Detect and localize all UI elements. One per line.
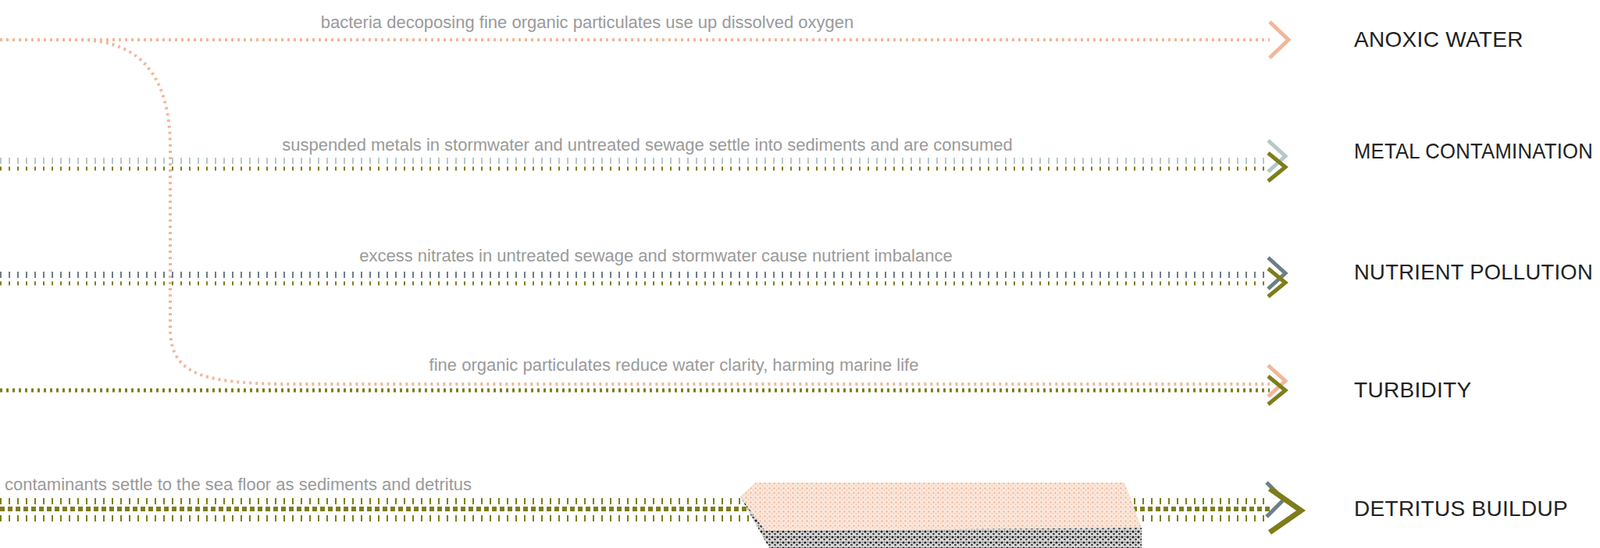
outcome-label: DETRITUS BUILDUP <box>1354 496 1568 522</box>
process-note: fine organic particulates reduce water c… <box>426 355 923 375</box>
process-note: excess nitrates in untreated sewage and … <box>356 245 956 266</box>
arrow-head <box>1269 488 1301 533</box>
arrow-head <box>1268 376 1286 405</box>
flow-line <box>0 38 1270 42</box>
process-note: contaminants settle to the sea floor as … <box>1 474 475 495</box>
flow-line <box>0 271 1270 278</box>
outcome-label: NUTRIENT POLLUTION <box>1354 260 1593 286</box>
branch-line <box>0 39 1270 385</box>
arrow-head <box>1268 268 1286 297</box>
arrow-head <box>1268 153 1286 182</box>
outcome-label: TURBIDITY <box>1354 377 1472 403</box>
flow-line <box>0 157 1270 164</box>
process-note: suspended metals in stormwater and untre… <box>278 135 1016 155</box>
outcome-label: METAL CONTAMINATION <box>1354 138 1593 164</box>
process-note: bacteria decoposing fine organic particu… <box>317 12 857 33</box>
sediment-slab <box>740 482 1142 548</box>
arrow-head <box>1269 21 1289 58</box>
flow-line <box>0 388 1270 393</box>
flow-line <box>0 281 1270 286</box>
flow-line <box>0 167 1270 172</box>
outcome-label: ANOXIC WATER <box>1354 27 1524 53</box>
